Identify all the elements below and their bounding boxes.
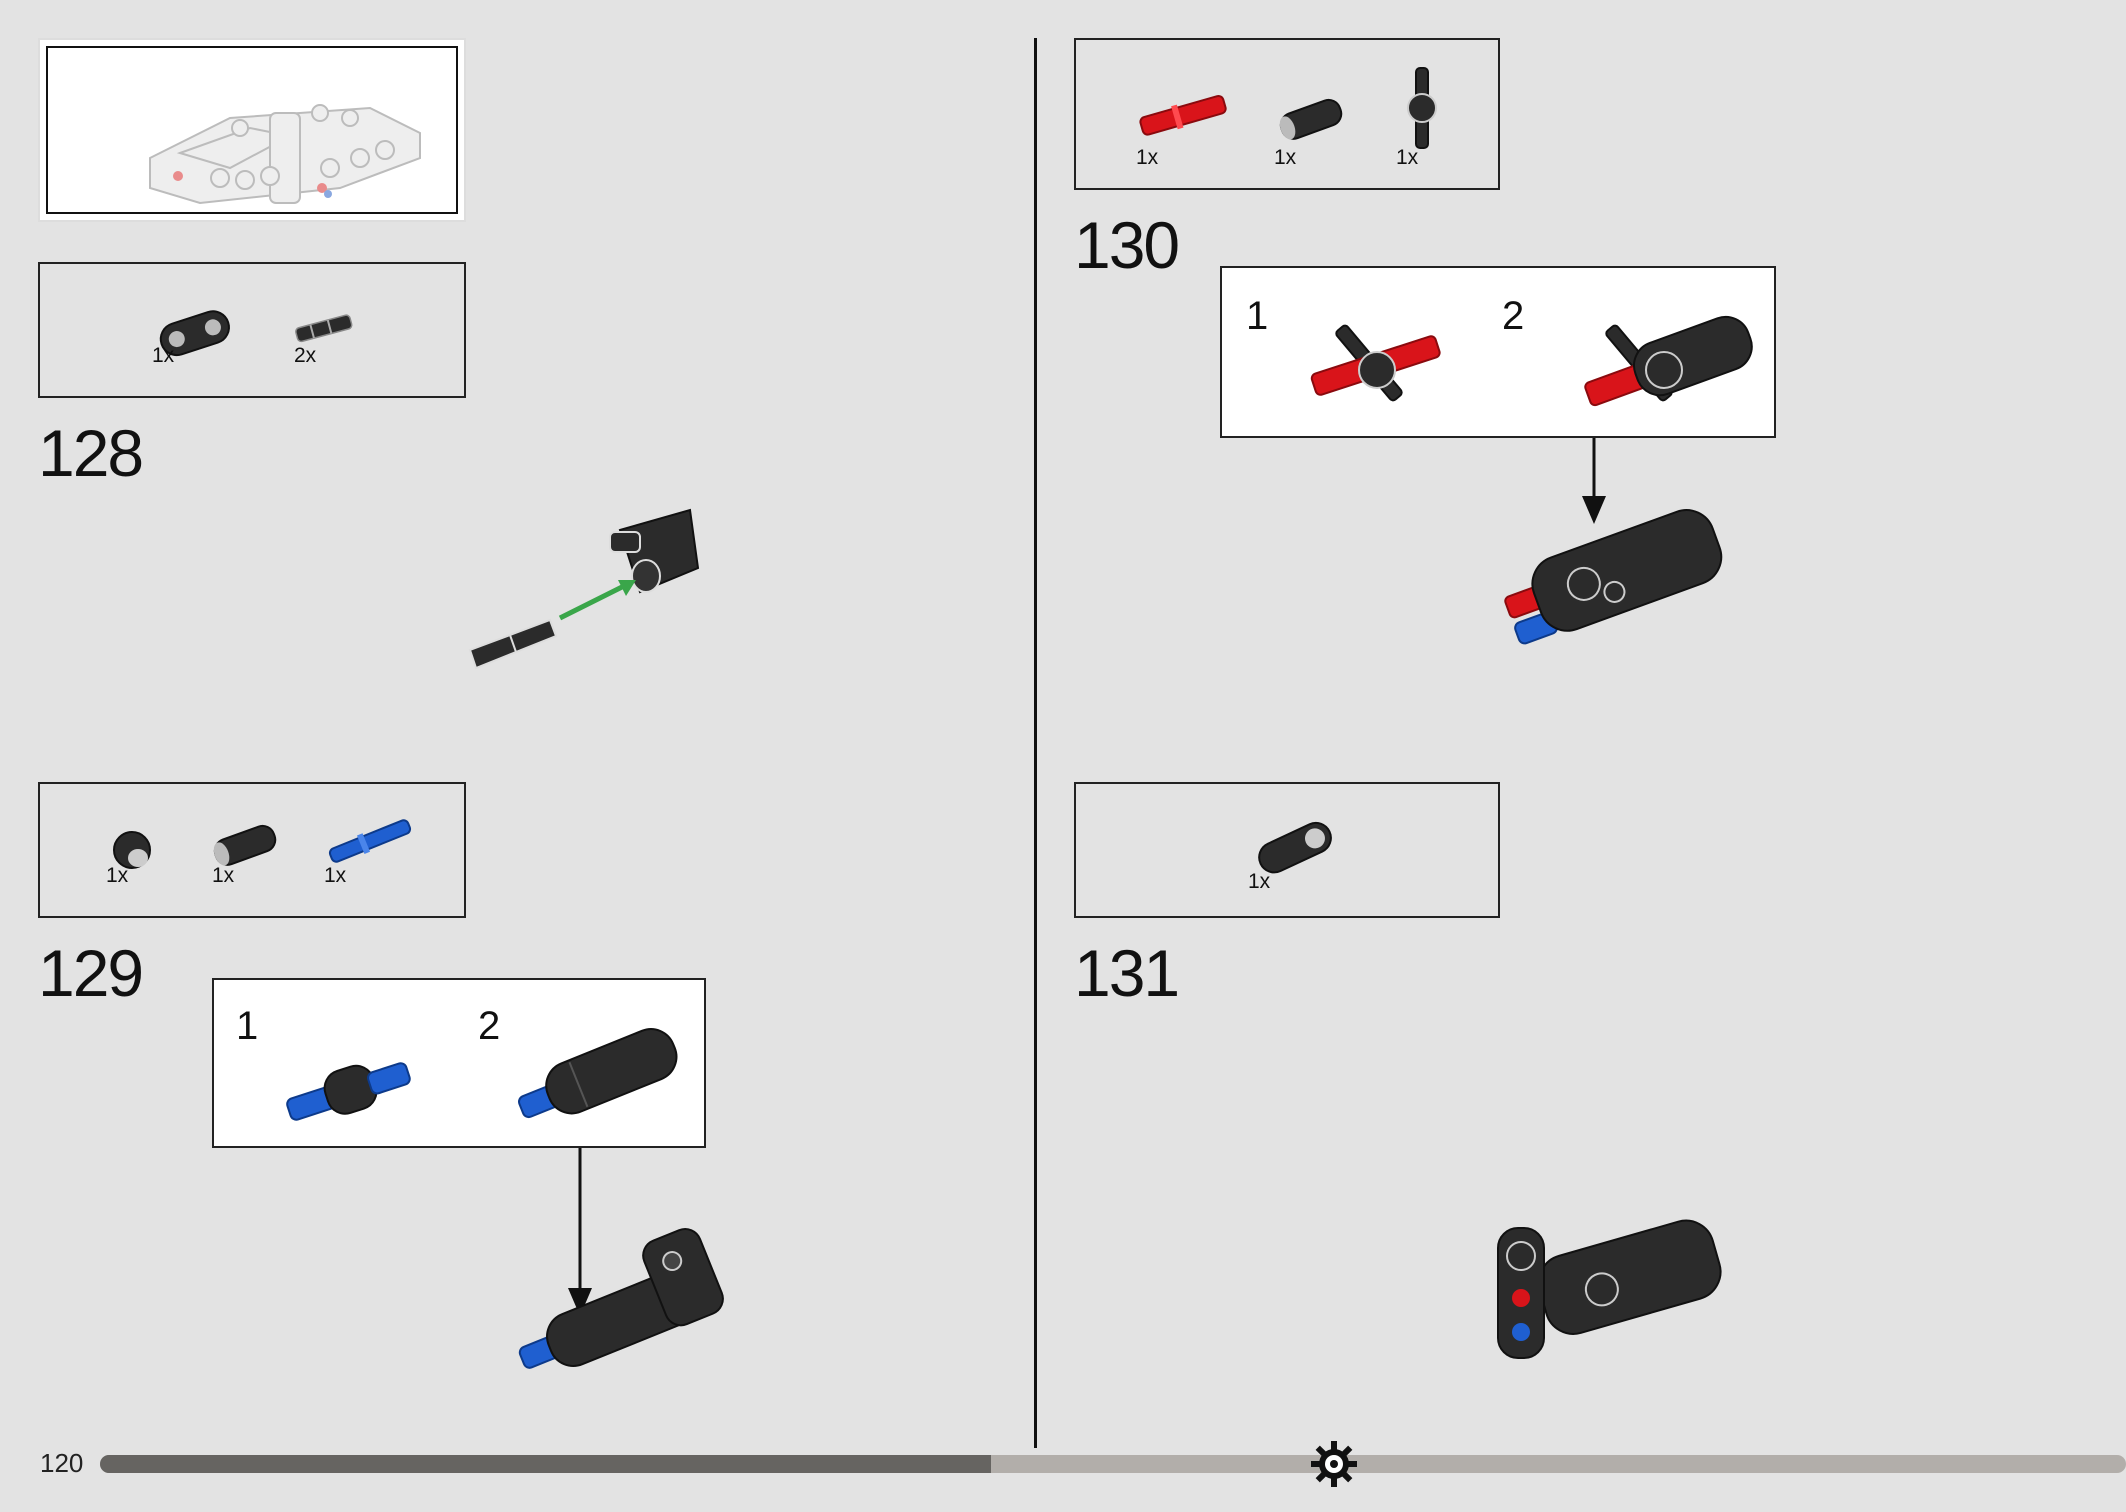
step-number-131: 131 bbox=[1074, 936, 1180, 1010]
pin-part-image bbox=[295, 314, 353, 343]
connector-part-image bbox=[213, 824, 277, 866]
step-130-subassembly: 1 2 bbox=[1220, 266, 1776, 438]
part-qty: 1x bbox=[1136, 146, 1159, 169]
progress-bar bbox=[100, 1455, 2126, 1473]
part-qty: 1x bbox=[324, 864, 347, 887]
gear-icon bbox=[1311, 1441, 1357, 1487]
step-130-assembly-image bbox=[1504, 438, 1723, 645]
substep-label: 1 bbox=[1246, 294, 1269, 338]
substep-label: 1 bbox=[236, 1004, 259, 1048]
part-qty: 1x bbox=[1274, 146, 1297, 169]
substep-1-image bbox=[1310, 324, 1441, 402]
red-axle-part-image bbox=[1139, 94, 1227, 136]
substep-label: 2 bbox=[1502, 294, 1525, 338]
progress-bar-fill bbox=[100, 1455, 992, 1473]
liftarm-part-image bbox=[1258, 821, 1332, 874]
part-qty: 1x bbox=[212, 864, 235, 887]
model-preview-frame bbox=[46, 46, 458, 214]
page-number: 120 bbox=[40, 1448, 84, 1478]
step-128-parts-list: 1x 2x bbox=[38, 262, 466, 398]
step-number-130: 130 bbox=[1074, 208, 1180, 282]
green-arrow bbox=[558, 581, 630, 621]
substep-label: 2 bbox=[478, 1004, 501, 1048]
step-128-assembly-image bbox=[468, 508, 700, 670]
step-number-128: 128 bbox=[38, 416, 144, 490]
page-divider bbox=[1034, 38, 1037, 1448]
liftarm-part-image bbox=[159, 310, 230, 357]
model-preview-image bbox=[149, 104, 421, 205]
step-number-129: 129 bbox=[38, 936, 144, 1010]
part-qty: 1x bbox=[152, 344, 175, 367]
part-qty: 1x bbox=[1396, 146, 1419, 169]
step-129-assembly-image bbox=[518, 1148, 724, 1369]
step-131-parts-list: 1x bbox=[1074, 782, 1500, 918]
connector-part-image bbox=[1279, 98, 1343, 140]
step-129-parts-list: 1x 1x 1x bbox=[38, 782, 466, 918]
blue-axle-pin-part-image bbox=[328, 819, 412, 863]
bush-part-image bbox=[113, 831, 151, 869]
part-qty: 1x bbox=[106, 864, 129, 887]
substep-2-image bbox=[518, 1028, 678, 1119]
step-131-assembly-image bbox=[1497, 1219, 1722, 1359]
substep-2-image bbox=[1584, 315, 1753, 407]
step-130-parts-list: 1x 1x 1x bbox=[1074, 38, 1500, 190]
part-qty: 1x bbox=[1248, 870, 1271, 893]
substep-1-image bbox=[286, 1062, 411, 1121]
part-qty: 2x bbox=[294, 344, 317, 367]
model-preview-callout bbox=[38, 38, 466, 222]
step-129-subassembly: 1 2 bbox=[212, 978, 706, 1148]
cross-connector-part-image bbox=[1407, 67, 1437, 149]
